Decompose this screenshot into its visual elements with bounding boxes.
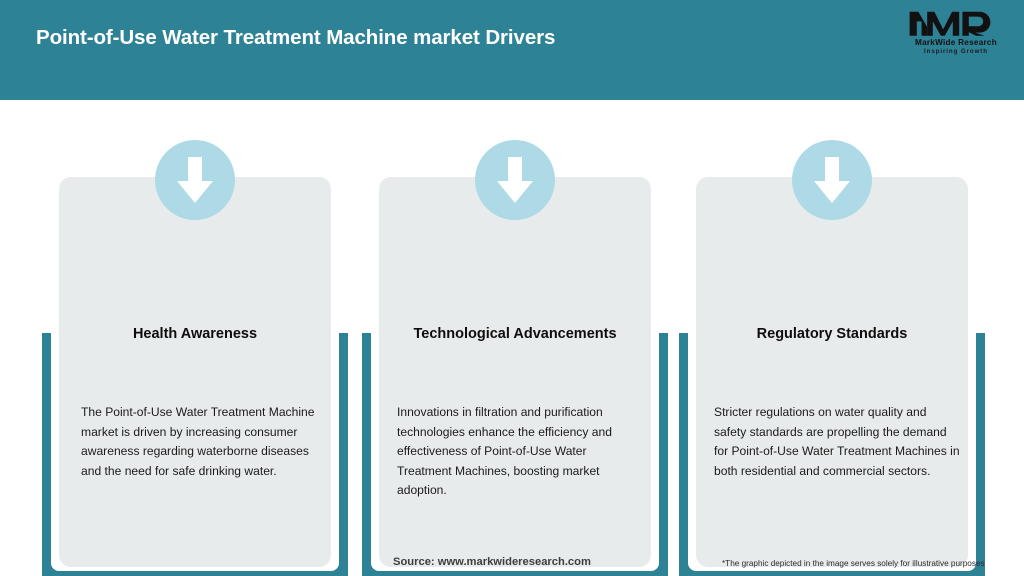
mwr-logo-icon: [909, 11, 991, 36]
driver-card-panel: Technological Advancements Innovations i…: [379, 140, 651, 567]
logo-tagline: Inspiring Growth: [924, 48, 988, 55]
illustrative-disclaimer: *The graphic depicted in the image serve…: [722, 559, 985, 568]
arrow-down-icon: [792, 140, 872, 220]
logo-company-name: MarkWide Research: [915, 38, 997, 47]
driver-card-title: Regulatory Standards: [756, 326, 908, 342]
driver-cards-container: Health Awareness The Point-of-Use Water …: [0, 100, 1024, 576]
driver-card-title: Technological Advancements: [413, 326, 617, 342]
driver-card-description: Innovations in filtration and purificati…: [397, 405, 612, 498]
driver-card: Health Awareness The Point-of-Use Water …: [42, 140, 348, 576]
arrow-down-icon: [475, 140, 555, 220]
driver-card: Regulatory Standards Stricter regulation…: [679, 140, 985, 576]
driver-card-description: Stricter regulations on water quality an…: [714, 405, 960, 478]
source-attribution: Source: www.markwideresearch.com: [393, 556, 591, 568]
arrow-down-icon: [155, 140, 235, 220]
driver-card-panel: Regulatory Standards Stricter regulation…: [696, 140, 968, 567]
driver-card-description: The Point-of-Use Water Treatment Machine…: [81, 405, 315, 478]
driver-card-title: Health Awareness: [132, 326, 258, 342]
page-header: Point-of-Use Water Treatment Machine mar…: [0, 0, 1024, 100]
driver-card: Technological Advancements Innovations i…: [362, 140, 668, 576]
brand-logo: MarkWide Research Inspiring Growth: [904, 8, 1008, 60]
driver-card-panel: Health Awareness The Point-of-Use Water …: [59, 140, 331, 567]
page-title: Point-of-Use Water Treatment Machine mar…: [36, 26, 556, 49]
